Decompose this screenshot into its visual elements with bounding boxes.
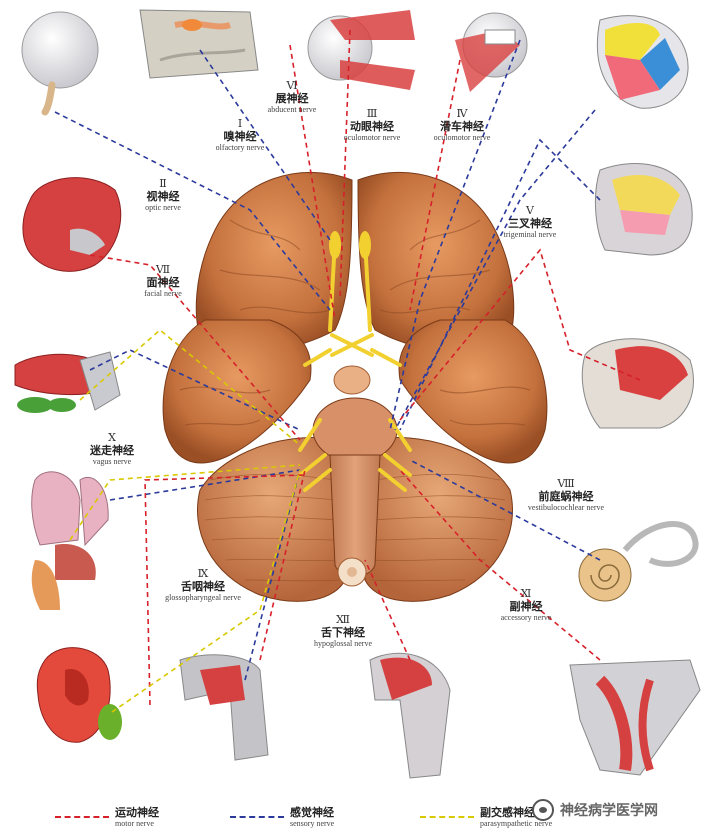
vagus-numeral: Ⅹ (108, 431, 116, 444)
trochlear-numeral: Ⅳ (456, 107, 468, 120)
oculomotor-numeral: Ⅲ (366, 107, 378, 120)
optic-chinese-name: 视神经 (146, 189, 180, 203)
label-abducent-nerve: Ⅵ 展神经 abducent nerve (267, 79, 317, 115)
pons (312, 397, 398, 463)
skull-illustration (581, 338, 694, 429)
trochlear-chinese-name: 滑车神经 (440, 119, 484, 133)
glossopharyngeal-numeral: Ⅸ (197, 567, 209, 580)
label-trigeminal-nerve: Ⅴ 三叉神经 trigeminal nerve (503, 204, 557, 240)
trochlear-eye-illustration (455, 12, 528, 92)
visceral-organs-illustration (31, 471, 109, 610)
legend-motor-swatch (55, 816, 109, 818)
brain-illustration (162, 171, 548, 602)
hypoglossal-numeral: Ⅻ (336, 613, 350, 626)
accessory-english-name: accessory nerve (500, 613, 552, 623)
abducent-english-name: abducent nerve (267, 105, 317, 115)
legend-motor-chinese: 运动神经 (115, 806, 159, 819)
eyeball-illustration (21, 11, 99, 116)
legend-sensory-english: sensory nerve (290, 819, 335, 828)
glossopharyngeal-english-name: glossopharyngeal nerve (165, 593, 241, 603)
vestibulocochlear-chinese-name: 前庭蜗神经 (538, 489, 594, 503)
parasympathetic-connectors (69, 328, 301, 713)
wechat-icon (532, 799, 554, 821)
nasal-cavity-illustration (139, 9, 259, 79)
label-facial-nerve: Ⅶ 面神经 facial nerve (144, 263, 182, 299)
legend-parasympathetic-chinese: 副交感神经 (480, 806, 535, 819)
accessory-chinese-name: 副神经 (509, 599, 543, 613)
legend-parasympathetic-swatch (420, 816, 474, 818)
head-sagittal-illustration (594, 163, 693, 256)
motor-connectors (89, 29, 641, 706)
label-glossopharyngeal-nerve: Ⅸ 舌咽神经 glossopharyngeal nerve (165, 567, 241, 603)
legend-sensory-swatch (230, 816, 284, 818)
watermark-text: 神经病学医学网 (560, 803, 658, 819)
glossopharyngeal-chinese-name: 舌咽神经 (180, 579, 225, 593)
optic-english-name: optic nerve (145, 203, 181, 213)
watermark: 神经病学医学网 (532, 798, 658, 822)
label-hypoglossal-nerve: Ⅻ 舌下神经 hypoglossal nerve (314, 613, 372, 649)
facial-numeral: Ⅶ (155, 263, 171, 276)
hypoglossal-english-name: hypoglossal nerve (314, 639, 372, 649)
vestibulocochlear-english-name: vestibulocochlear nerve (527, 503, 605, 513)
vestibulocochlear-numeral: Ⅷ (557, 477, 575, 490)
trochlear-english-name: oculomotor nerve (433, 133, 491, 143)
eye-muscles-illustration (307, 10, 415, 90)
oculomotor-english-name: oculomotor nerve (343, 133, 401, 143)
tongue-salivary-illustration (14, 351, 121, 413)
label-optic-nerve: Ⅱ 视神经 optic nerve (145, 177, 181, 213)
optic-numeral: Ⅱ (159, 177, 167, 190)
label-trochlear-nerve: Ⅳ 滑车神经 oculomotor nerve (433, 107, 491, 143)
sensory-connectors (54, 39, 601, 681)
label-vagus-nerve: Ⅹ 迷走神经 vagus nerve (90, 431, 134, 467)
hypoglossal-tongue-illustration (369, 652, 451, 779)
olfactory-chinese-name: 嗅神经 (223, 129, 257, 143)
facial-english-name: facial nerve (144, 289, 182, 299)
legend-motor-english: motor nerve (115, 819, 154, 828)
accessory-numeral: Ⅺ (520, 587, 532, 600)
face-dermatome-illustration (596, 15, 689, 109)
surrounding-organs (14, 9, 701, 779)
trigeminal-chinese-name: 三叉神经 (508, 216, 552, 230)
label-oculomotor-nerve: Ⅲ 动眼神经 oculomotor nerve (343, 107, 401, 143)
trigeminal-numeral: Ⅴ (526, 204, 534, 217)
olfactory-numeral: Ⅰ (237, 117, 243, 130)
facial-muscles-illustration (22, 177, 122, 272)
neck-muscles-illustration (569, 659, 701, 776)
legend-parasympathetic-english: parasympathetic nerve (480, 819, 553, 828)
label-accessory-nerve: Ⅺ 副神经 accessory nerve (500, 587, 552, 623)
ear-illustration (36, 647, 122, 743)
connector-lines (54, 29, 641, 713)
legend-sensory-chinese: 感觉神经 (290, 806, 334, 819)
hypoglossal-chinese-name: 舌下神经 (321, 625, 365, 639)
olfactory-english-name: olfactory nerve (215, 143, 265, 153)
pharynx-illustration (179, 654, 269, 761)
label-vestibulocochlear-nerve: Ⅷ 前庭蜗神经 vestibulocochlear nerve (527, 477, 605, 513)
abducent-numeral: Ⅵ (286, 79, 298, 92)
oculomotor-chinese-name: 动眼神经 (350, 119, 394, 133)
inner-ear-illustration (578, 521, 699, 602)
facial-chinese-name: 面神经 (146, 275, 180, 289)
vagus-english-name: vagus nerve (92, 457, 132, 467)
vagus-chinese-name: 迷走神经 (90, 443, 134, 457)
trigeminal-english-name: trigeminal nerve (503, 230, 557, 240)
label-olfactory-nerve: Ⅰ 嗅神经 olfactory nerve (215, 117, 265, 153)
abducent-chinese-name: 展神经 (275, 91, 309, 105)
